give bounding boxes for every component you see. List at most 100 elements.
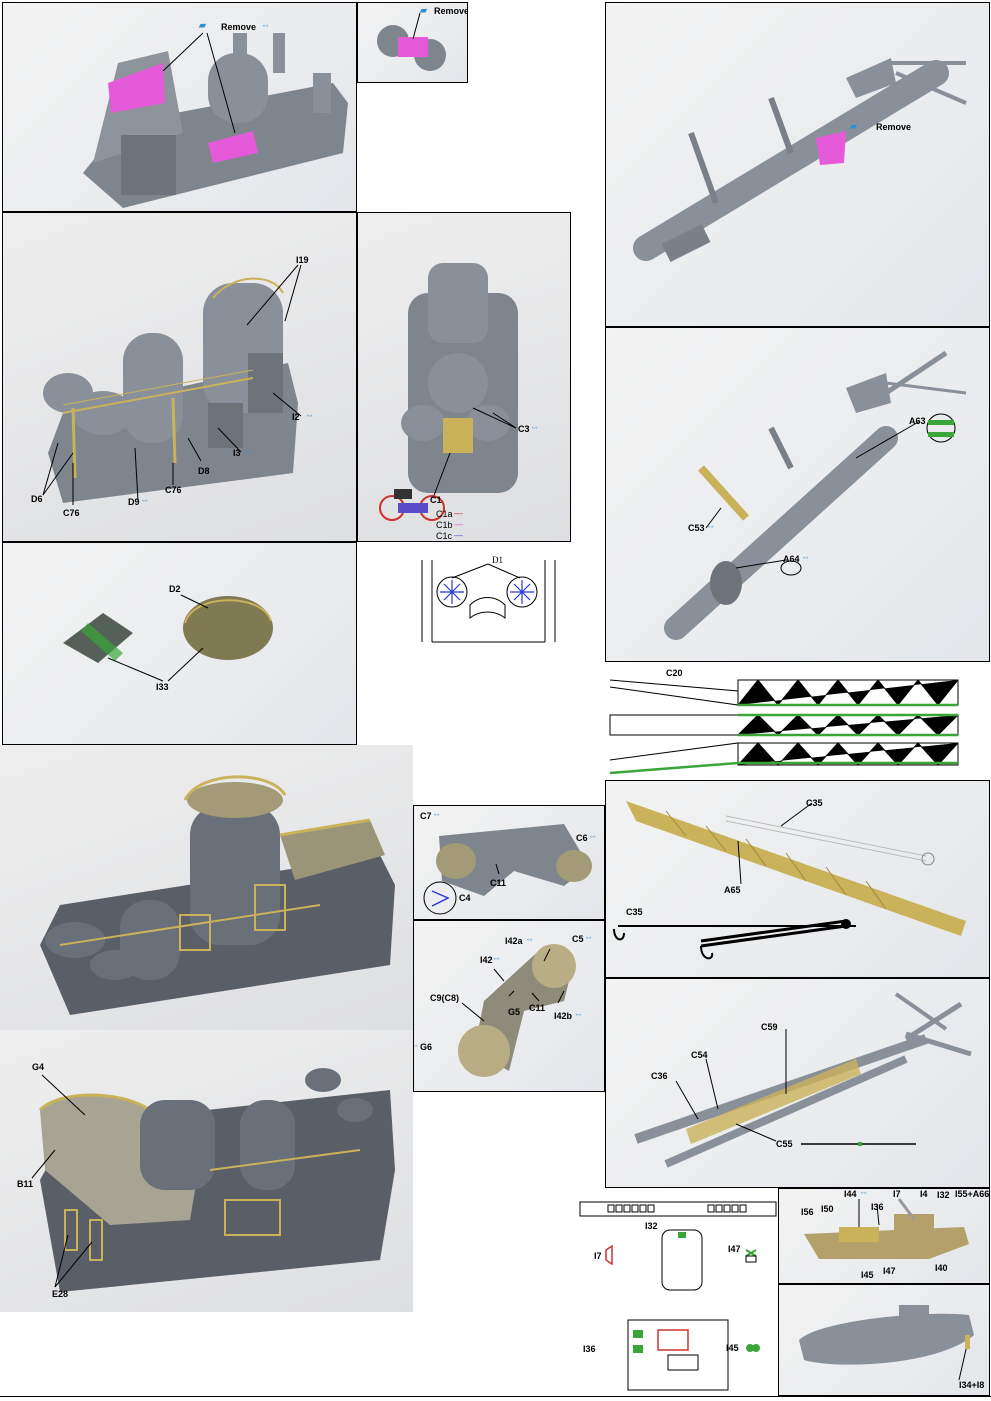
double-arrow-icon: ⇔	[261, 20, 270, 30]
part-label-C55: C55	[776, 1139, 793, 1149]
platform-photo	[63, 594, 273, 682]
part-label-I45: I45	[861, 1270, 874, 1280]
platform-c7-c6-photo	[423, 824, 592, 915]
part-label-I2: I2	[292, 412, 300, 422]
part-label-C7: C7	[420, 811, 432, 821]
panel-boat-hull: I34+I8	[778, 1284, 990, 1396]
part-label-I32: I32	[645, 1221, 658, 1231]
panel-superstructure-remove: Remove ▰ ⇔	[2, 2, 357, 212]
part-label-C11: C11	[529, 1003, 546, 1013]
c20-truss-drawing	[609, 679, 959, 775]
double-arrow-icon: ⇔	[574, 1009, 583, 1019]
double-arrow-icon: ⇔	[140, 495, 149, 505]
part-label-I7: I7	[594, 1251, 602, 1261]
crane-boom-assembled-photo	[613, 801, 966, 960]
part-label-G5: G5	[508, 1007, 521, 1017]
part-label-C4: C4	[459, 893, 471, 903]
double-arrow-icon: ⇔	[706, 521, 715, 531]
panel-crane-boom-remove: Remove ▰	[605, 2, 990, 327]
part-label-C1: C1	[430, 495, 442, 505]
part-label-C5: C5	[572, 934, 584, 944]
panel-assembled-superstructure	[0, 745, 413, 1030]
part-label-I19: I19	[296, 255, 309, 265]
part-label-I56: I56	[801, 1207, 814, 1217]
panel-boat-pe-diagram: I32 I7 I47 I36 I45	[578, 1200, 778, 1395]
legend-red-line: —	[454, 508, 463, 518]
double-arrow-icon: ⇔	[801, 552, 810, 562]
part-label-C76: C76	[63, 508, 80, 518]
part-label-I42a: I42a	[505, 936, 523, 946]
part-label-C6: C6	[576, 833, 588, 843]
part-label-D6: D6	[31, 494, 43, 504]
double-arrow-icon: ⇔	[584, 932, 593, 942]
panel-platform-d2: D2 I33	[2, 542, 357, 745]
top-view-photo	[379, 263, 518, 521]
part-label-C9: C9(C8)	[430, 993, 460, 1003]
part-label-G4: G4	[32, 1062, 45, 1072]
part-label-I40: I40	[935, 1263, 948, 1273]
part-label-C54: C54	[691, 1050, 708, 1060]
double-arrow-icon: ⇔	[530, 422, 539, 432]
panel-c20-truss: C20	[608, 665, 990, 780]
part-label-I7: I7	[893, 1189, 901, 1199]
remove-icon: ▰	[199, 20, 206, 30]
panel-d1-diagram: D1	[410, 550, 570, 650]
part-label-I45: I45	[726, 1343, 739, 1353]
part-label-C1c: C1c	[436, 531, 453, 541]
part-label-I55-A66: I55+A66	[955, 1189, 990, 1199]
small-part-photo	[377, 12, 446, 71]
panel-crane-rigging: C59 C54 C36 C55	[605, 978, 990, 1188]
d1-line-drawing	[421, 560, 556, 643]
part-label-I33: I33	[156, 682, 169, 692]
double-arrow-icon: ⇔	[305, 410, 314, 420]
part-label-I50: I50	[821, 1204, 834, 1214]
boat-assembled-photo	[804, 1198, 969, 1259]
double-arrow-icon: ⇔	[414, 1041, 419, 1050]
part-label-A65: A65	[724, 885, 741, 895]
remove-icon: ▰	[850, 121, 857, 131]
part-label-I34-I8: I34+I8	[959, 1380, 985, 1390]
crane-boom-parts-photo	[664, 350, 967, 640]
legend-blue-line: —	[454, 530, 463, 540]
panel-deck-c9-g5: I42a ⇔ C5 ⇔ I42 ⇔ C9(C8) G5 C11 I42b ⇔ G…	[413, 920, 605, 1092]
part-label-D1: D1	[492, 555, 503, 565]
deck-c9-g5-photo	[458, 944, 576, 1077]
double-arrow-icon: ⇔	[859, 1188, 868, 1197]
boat-hull-photo	[799, 1305, 974, 1381]
part-label-D2: D2	[169, 584, 181, 594]
part-label-I42: I42	[480, 955, 493, 965]
part-label-A64: A64	[783, 554, 800, 564]
part-label-I44: I44	[844, 1189, 857, 1199]
part-label-A63: A63	[909, 416, 926, 426]
part-label-C35: C35	[806, 798, 823, 808]
panel-platform-c7-c6: C7 ⇔ C6 ⇔ C11 C4	[413, 805, 605, 920]
part-label-I32: I32	[937, 1190, 950, 1200]
double-arrow-icon: ⇔	[492, 953, 501, 963]
superstructure-railings-photo	[42, 264, 302, 505]
remove-label: Remove	[434, 6, 468, 16]
part-label-C11: C11	[490, 878, 507, 888]
part-label-C36: C36	[651, 1071, 668, 1081]
panel-crane-boom-assembled: C35 A65 C35	[605, 780, 990, 978]
assembled-superstructure-photo	[40, 775, 395, 1015]
part-label-I47: I47	[728, 1244, 741, 1254]
panel-superstructure-railings: I19 I2 ⇔ I3 ⇔ D8 C76 D9 ⇔ D6 C76	[2, 212, 357, 542]
panel-assembled-rear-view: G4 B11 E28	[0, 1030, 413, 1312]
panel-small-part-remove: Remove ▰	[357, 2, 468, 83]
part-label-C53: C53	[688, 523, 705, 533]
part-label-I3: I3	[233, 448, 241, 458]
part-label-C3: C3	[518, 424, 530, 434]
crane-boom-photo	[633, 58, 967, 262]
part-label-C35: C35	[626, 907, 643, 917]
double-arrow-icon: ⇔	[525, 934, 534, 944]
part-label-C20: C20	[666, 668, 683, 678]
double-arrow-icon: ⇔	[245, 446, 254, 456]
legend-magenta-line: —	[454, 519, 463, 529]
panel-crane-boom-parts: A63 C53 ⇔ A64 ⇔	[605, 327, 990, 662]
part-label-I4: I4	[920, 1189, 928, 1199]
panel-boat-assembled: I44 ⇔ I7 I4 I32 I55+A66 I56 I50 I36 I45 …	[778, 1188, 990, 1284]
remove-label: Remove	[876, 122, 912, 132]
remove-icon: ▰	[420, 5, 427, 15]
remove-label: Remove	[221, 22, 257, 32]
part-label-G6: G6	[420, 1042, 433, 1052]
